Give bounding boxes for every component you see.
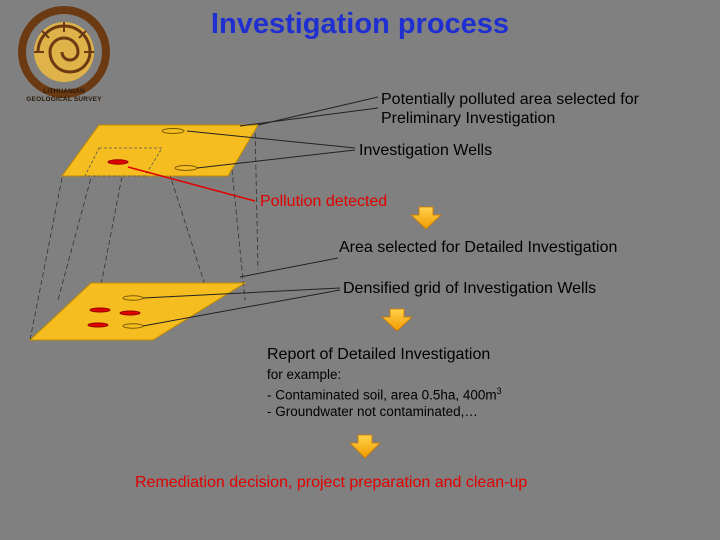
investigation-well	[122, 295, 144, 301]
report-item-soil-text: - Contaminated soil, area 0.5ha, 400m	[267, 387, 497, 403]
polluted-well	[107, 159, 129, 165]
logo-caption: LITHUANIAN GEOLOGICAL SURVEY	[8, 88, 120, 104]
page-title: Investigation process	[210, 8, 510, 40]
investigation-well	[174, 165, 198, 171]
report-item-soil-sup: 3	[496, 386, 502, 396]
densified-grid-label: Densified grid of Investigation Wells	[343, 280, 597, 297]
polluted-well	[119, 310, 141, 316]
leader-lines	[142, 96, 379, 327]
step-preliminary-line1: Potentially polluted area selected for	[381, 91, 639, 108]
step-preliminary-line2: Preliminary Investigation	[381, 110, 556, 127]
geological-survey-logo	[18, 6, 110, 98]
report-example: for example:	[267, 367, 342, 382]
pollution-detected-label: Pollution detected	[260, 193, 388, 210]
polluted-well	[89, 307, 111, 313]
step-preliminary-label: Potentially polluted area selected for P…	[381, 90, 639, 128]
down-arrow-icon	[380, 308, 414, 332]
report-block: Report of Detailed Investigation for exa…	[267, 345, 502, 420]
preliminary-area-plane	[61, 124, 259, 177]
logo-caption-line1: LITHUANIAN	[43, 88, 85, 95]
logo-caption-line2: GEOLOGICAL SURVEY	[26, 96, 102, 103]
down-arrow-icon	[349, 434, 381, 459]
investigation-well	[161, 128, 185, 134]
selected-subarea	[84, 147, 163, 177]
detailed-area-label: Area selected for Detailed Investigation	[339, 239, 618, 256]
investigation-well	[122, 323, 144, 329]
remediation-label: Remediation decision, project preparatio…	[135, 474, 528, 491]
report-item-groundwater: - Groundwater not contaminated,…	[267, 403, 478, 419]
pollution-leader	[127, 166, 256, 202]
investigation-wells-label: Investigation Wells	[359, 142, 493, 159]
polluted-well	[87, 322, 109, 328]
report-title: Report of Detailed Investigation	[267, 346, 491, 363]
down-arrow-icon	[409, 206, 443, 230]
report-item-soil: - Contaminated soil, area 0.5ha, 400m3	[267, 383, 502, 404]
